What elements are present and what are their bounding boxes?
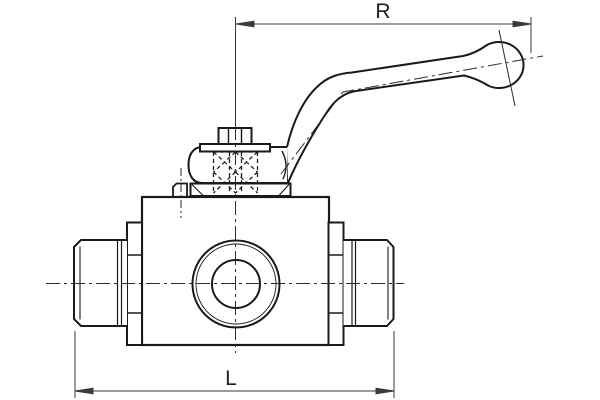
right-connection: [327, 221, 395, 346]
right-hex-flats: [328, 254, 344, 314]
spline-cross-upper: [213, 151, 258, 173]
stem-nut-assembly: [199, 127, 271, 153]
dimension-l-arrow-left: [74, 387, 94, 395]
lever-arm-and-ball-knob-outline: [286, 41, 525, 184]
stem-nut-flats: [227, 128, 243, 144]
stop-pin: [172, 182, 188, 197]
dimension-r-label: R: [375, 0, 391, 23]
dimension-r: [235, 17, 532, 126]
mounting-plate-outline: [189, 182, 292, 197]
mounting-plate-bevels: [191, 184, 290, 196]
dimension-l: [74, 331, 395, 398]
centerlines: [46, 29, 544, 353]
mounting-plate: [189, 182, 292, 197]
dimension-r-arrow-left: [235, 20, 255, 28]
handle-lever: [281, 41, 525, 184]
dimension-l-arrow-right: [375, 387, 395, 395]
left-hex-flats: [127, 254, 142, 314]
ball-knob-cross-centerline: [498, 29, 516, 107]
hub-boss-arc: [281, 150, 287, 180]
dimension-r-arrow-right: [512, 20, 532, 28]
lever-axis-centerline: [280, 55, 544, 175]
dimension-l-label: L: [225, 367, 237, 390]
